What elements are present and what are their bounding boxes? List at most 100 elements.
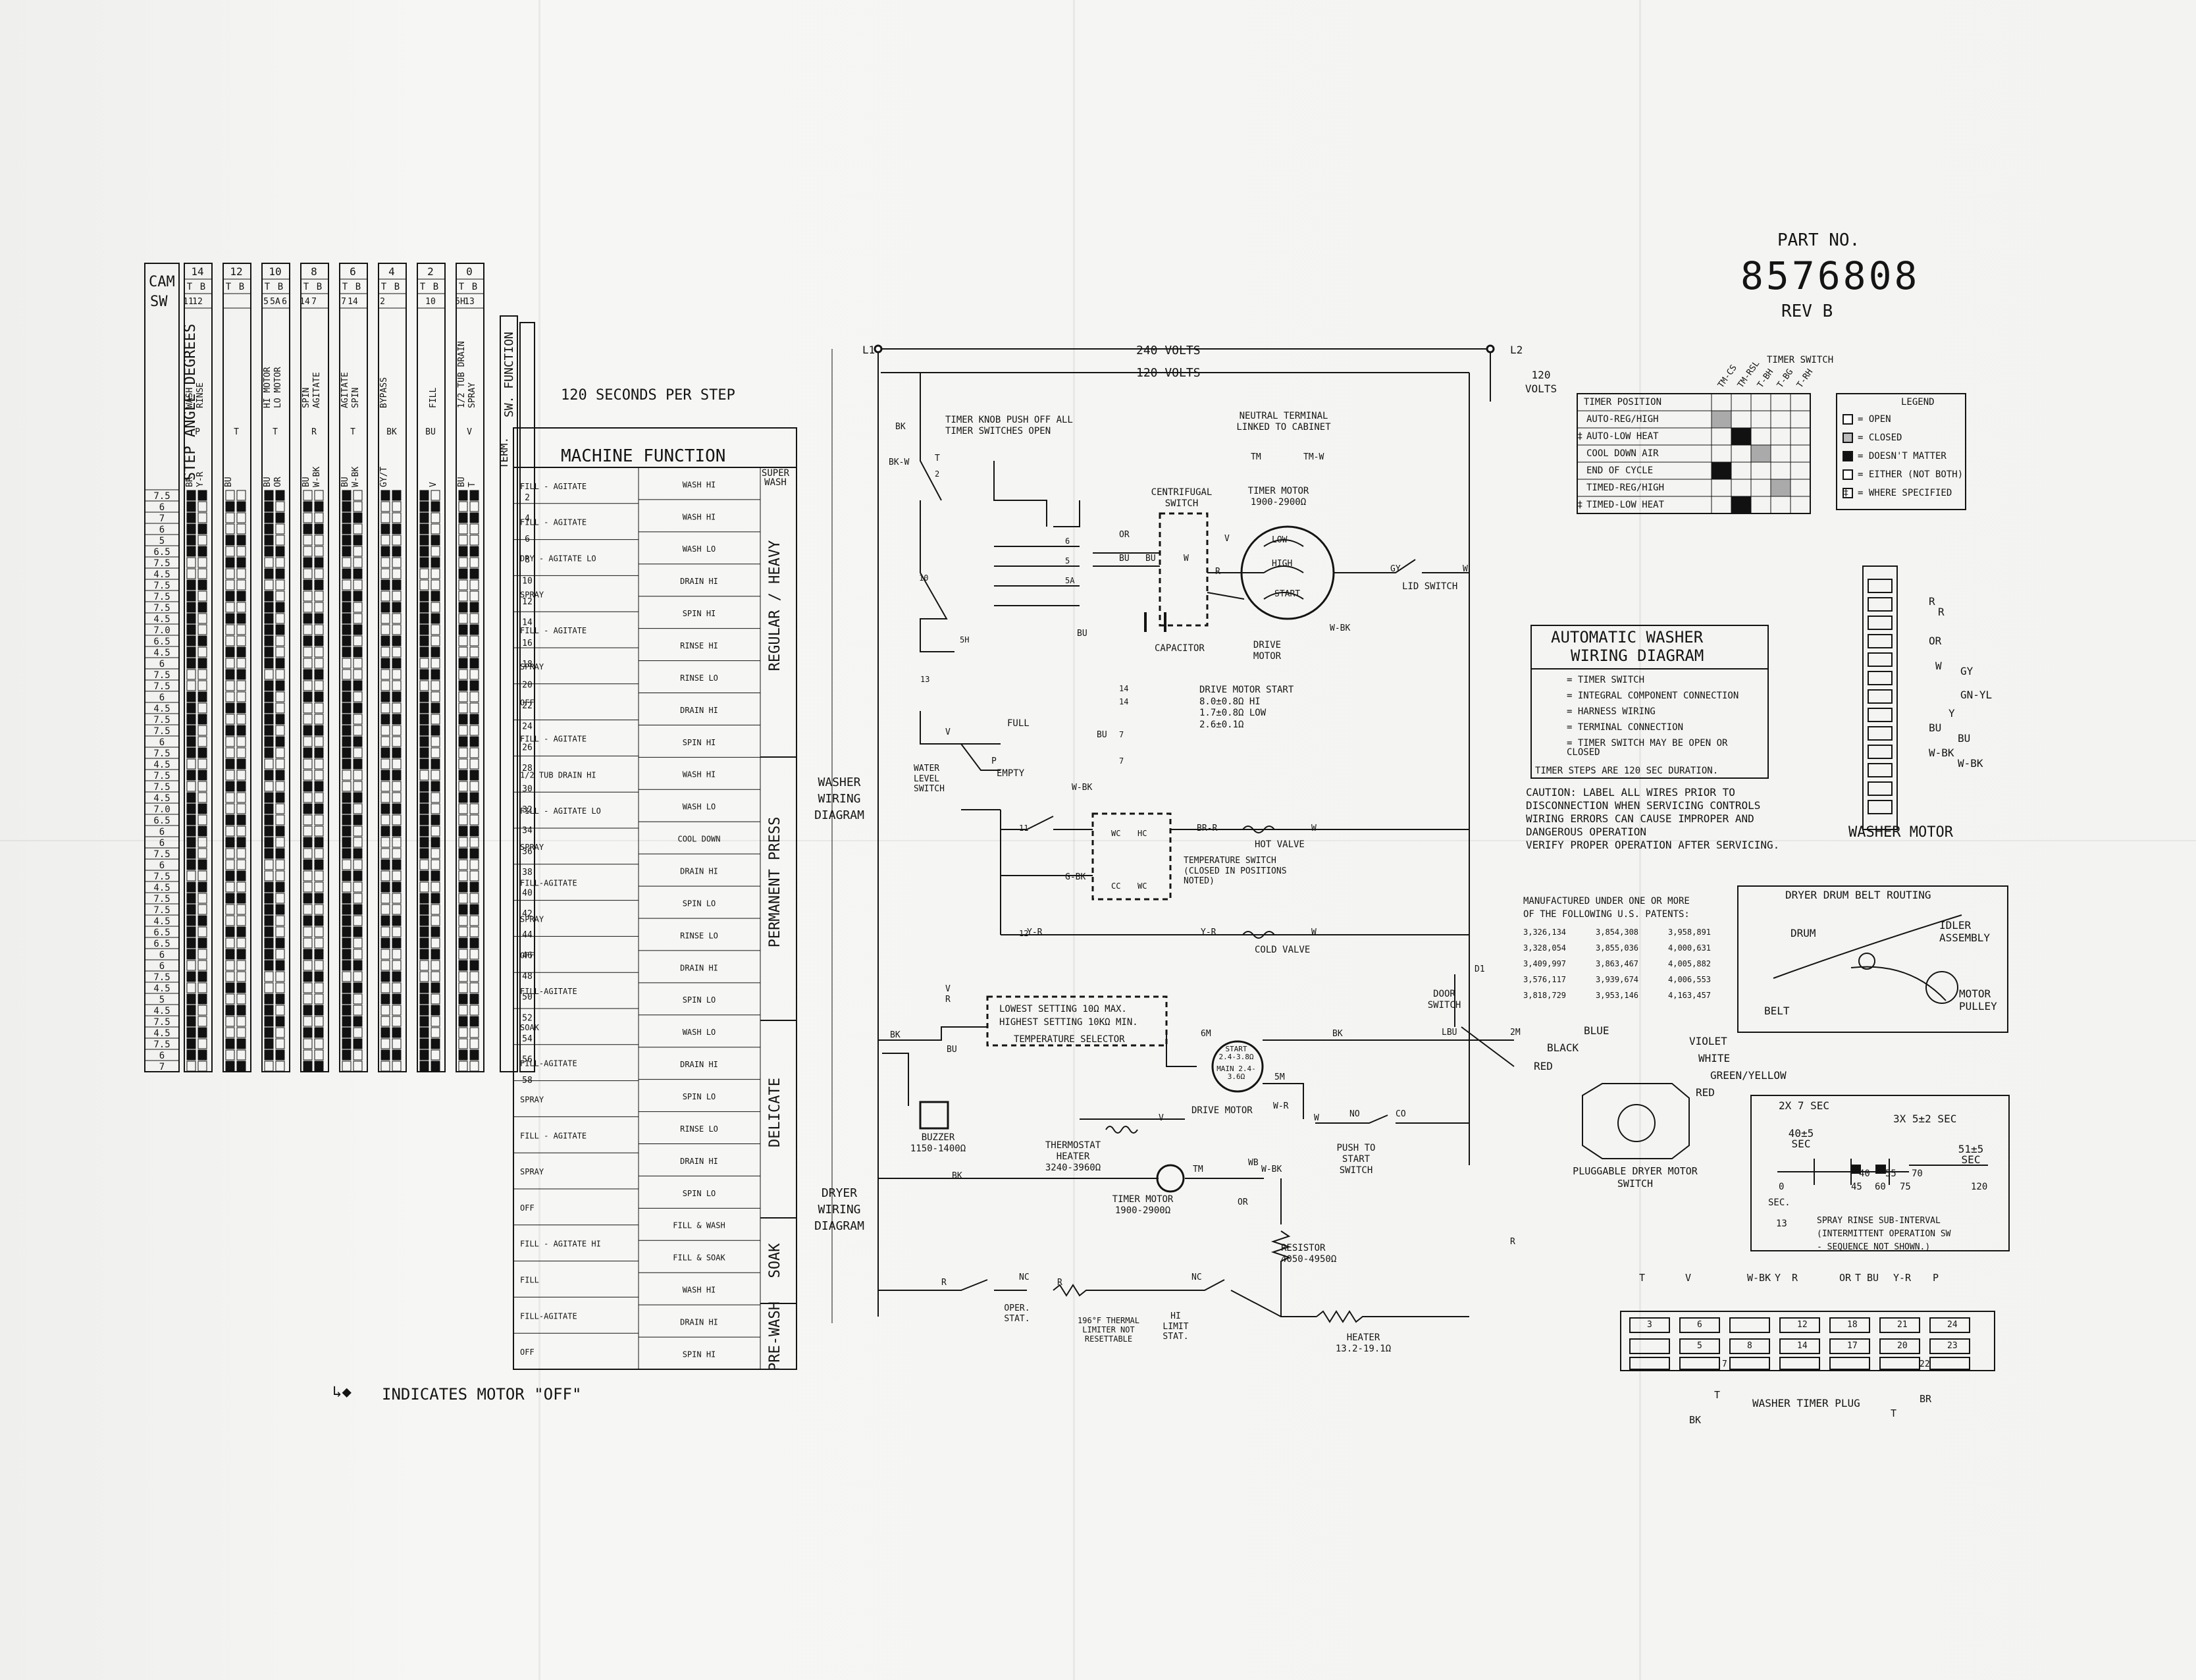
legend-item: = CLOSED — [1858, 433, 1902, 443]
dryer-timer-motor — [1156, 1164, 1185, 1193]
term-number: 18 — [522, 660, 533, 669]
timer-cell — [380, 1016, 390, 1027]
timer-cell — [275, 669, 285, 680]
timer-cell — [380, 725, 390, 736]
timer-cell — [264, 714, 274, 725]
timer-cell — [186, 803, 196, 814]
timer-cell — [419, 971, 429, 982]
ts-cell — [1711, 410, 1732, 429]
timer-cell — [275, 736, 285, 747]
timer-cell — [225, 904, 235, 915]
plug-top-wire: Y — [1775, 1272, 1781, 1284]
wire-tag: P — [991, 756, 997, 766]
timer-cell — [264, 814, 274, 826]
timer-cell — [469, 848, 479, 859]
lid-switch — [1334, 559, 1469, 573]
timer-cell — [186, 915, 196, 926]
timer-cell — [264, 926, 274, 937]
dryer-wire-tag: CO — [1396, 1109, 1406, 1119]
timer-cell — [469, 814, 479, 826]
timer-cell — [225, 747, 235, 758]
plug-bottom-wire: T — [1714, 1389, 1721, 1401]
timer-cell — [236, 982, 246, 993]
timer-cell — [342, 982, 352, 993]
info-line: = HARNESS WIRING — [1567, 706, 1656, 717]
timer-cell — [353, 1038, 363, 1049]
timer-cell — [431, 725, 440, 736]
timer-cell — [419, 613, 429, 624]
volts-240: 240 VOLTS — [1136, 344, 1201, 357]
timer-cell — [303, 904, 313, 915]
plug-top-wire: OR — [1839, 1272, 1852, 1284]
timer-cell — [225, 870, 235, 881]
legend-item: = DOESN'T MATTER — [1858, 451, 1947, 461]
step-angle: 6 — [159, 838, 165, 849]
timer-cell — [225, 971, 235, 982]
timer-cell — [431, 1049, 440, 1061]
timer-cell — [392, 512, 402, 523]
timer-cell — [469, 993, 479, 1005]
timer-cell — [197, 646, 207, 658]
timer-cell — [353, 859, 363, 870]
timer-position-row: COOL DOWN AIR — [1586, 448, 1659, 459]
timer-cell — [186, 535, 196, 546]
timer-cell — [314, 669, 324, 680]
timer-cell — [469, 557, 479, 568]
term-number: 40 — [522, 889, 533, 899]
motor-pulley — [1925, 971, 1958, 1004]
cam-function: 1/2 TUB DRAIN — [457, 341, 467, 408]
timer-cell — [275, 714, 285, 725]
timer-cell — [314, 613, 324, 624]
timer-cell — [236, 624, 246, 635]
timer-cell — [314, 993, 324, 1005]
timer-position-label: TIMER POSITION — [1584, 397, 1662, 407]
timer-cell — [353, 646, 363, 658]
timer-cell — [225, 702, 235, 714]
function-right: DRAIN HI — [680, 963, 718, 972]
wire-tag: TM-W — [1303, 452, 1324, 462]
timer-cell — [419, 1016, 429, 1027]
term-number: 44 — [522, 930, 533, 940]
cycle-name: PRE-WASH — [767, 1301, 783, 1371]
timer-cell — [458, 870, 468, 881]
timer-cell — [264, 635, 274, 646]
legend-swatch — [1843, 414, 1853, 425]
contact-number: WC — [1137, 881, 1147, 891]
step-angle: 6 — [159, 502, 165, 513]
cam-function: WASH — [185, 388, 195, 408]
timer-cell — [264, 758, 274, 770]
timer-cell — [419, 870, 429, 881]
timer-cell — [314, 501, 324, 512]
patent-number: 3,576,117 — [1523, 975, 1567, 984]
motor-terminal — [1868, 671, 1893, 685]
timer-cell — [236, 535, 246, 546]
timer-cell — [342, 1016, 352, 1027]
cam-tb: T — [226, 282, 232, 292]
empty-label: EMPTY — [997, 768, 1025, 779]
dryer-wire-tag: R — [1057, 1278, 1062, 1288]
cam-label: CAM — [149, 274, 175, 290]
dryer-switch-wire: VIOLET — [1689, 1035, 1727, 1047]
timer-cell — [380, 770, 390, 781]
contact-number: 10 — [919, 573, 928, 583]
timer-cell — [264, 881, 274, 893]
cam-number: 10 — [269, 265, 281, 278]
timer-cell — [264, 837, 274, 848]
timer-plug-label: WASHER TIMER PLUG — [1752, 1397, 1860, 1409]
timer-cell — [458, 770, 468, 781]
step-angle: 6 — [159, 860, 165, 871]
plug-cell-bot — [1779, 1357, 1820, 1370]
timing-top: 2X 7 SEC — [1779, 1099, 1830, 1112]
temperature-selector-box — [986, 995, 1168, 1047]
timer-cell — [197, 949, 207, 960]
timer-cell — [469, 635, 479, 646]
timer-cell — [225, 1016, 235, 1027]
motor-off-arrow: ↳◆ — [332, 1382, 352, 1401]
dryer-switch-center — [1617, 1104, 1656, 1142]
timer-cell — [314, 949, 324, 960]
timer-cell — [303, 725, 313, 736]
timer-cell — [314, 591, 324, 602]
timer-cell — [186, 523, 196, 535]
timer-cell — [197, 736, 207, 747]
step-angle: 7.0 — [153, 804, 170, 815]
